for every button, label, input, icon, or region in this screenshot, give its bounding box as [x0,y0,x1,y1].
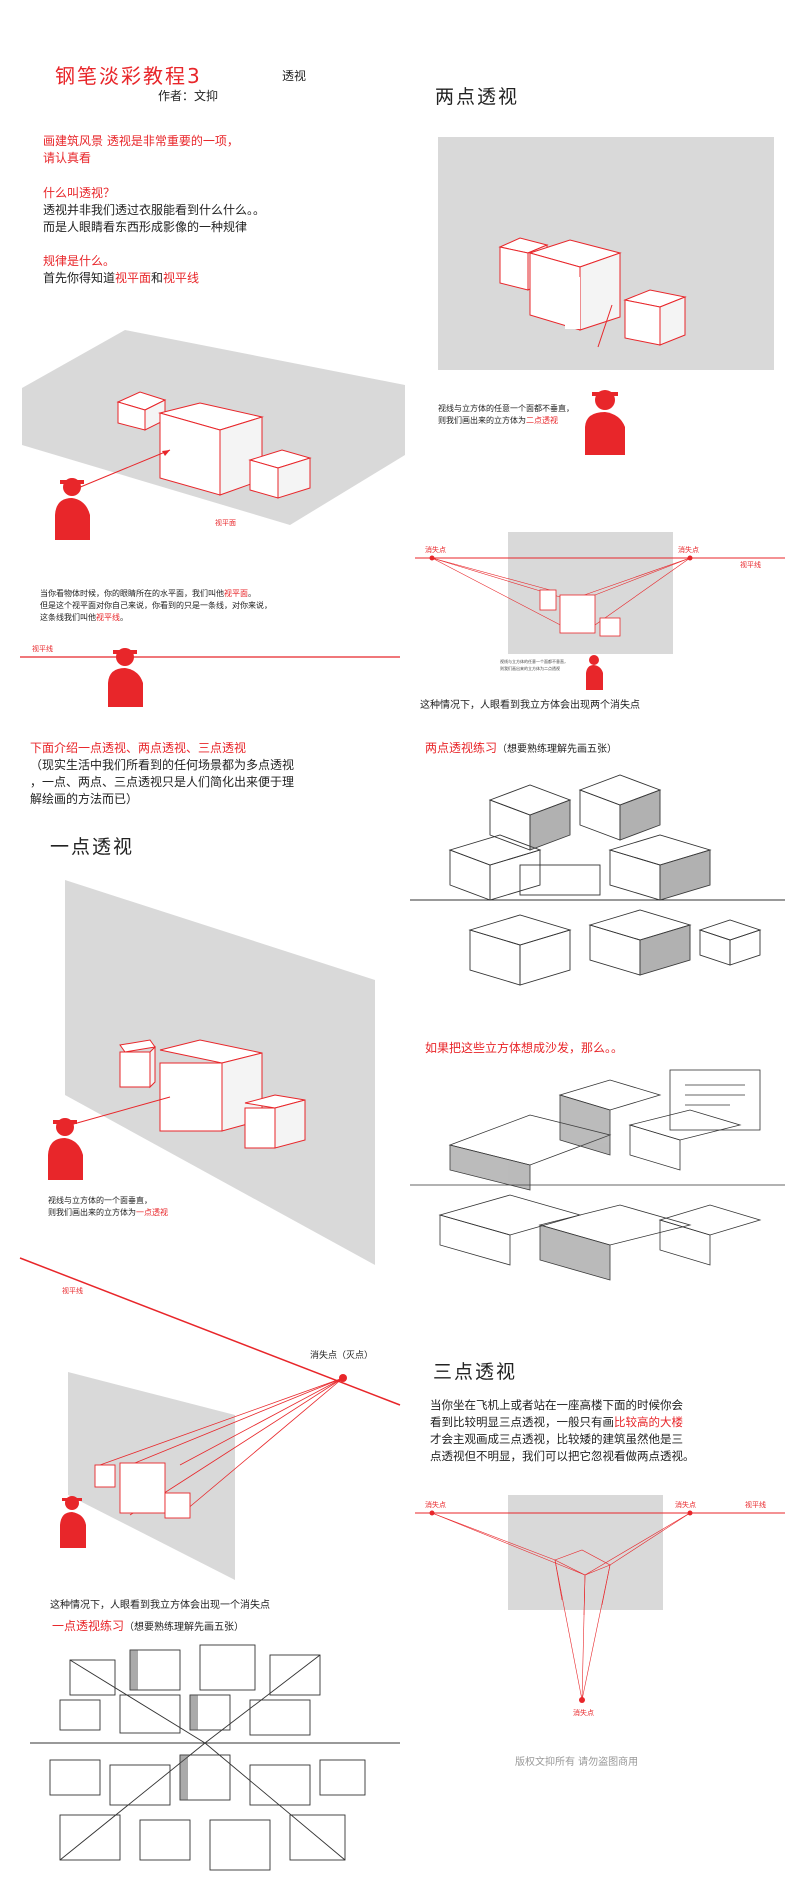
vanishing-point-label: 消失点（灭点） [310,1349,373,1361]
two-point-practice: 两点透视练习（想要熟练理解先画五张） [425,740,617,758]
sight-plane-diagram: 视平面 [22,330,405,540]
three-point-body-2-text: 看到比较明显三点透视，一般只有画 [430,1415,614,1429]
three-point-body-3: 才会主观画成三点透视，比较矮的建筑虽然他是三 [430,1432,683,1446]
cube-large [159,1039,263,1132]
person-silhouette-icon [586,655,603,690]
one-point-horizon-label: 视平线 [62,1286,83,1295]
two-point-vp-left-label: 消失点 [425,545,446,554]
person-silhouette-icon [585,390,625,455]
answer-2-mid: 和 [151,271,164,285]
one-point-desc-2: 则我们画出来的立方体为一点透视 [48,1207,168,1219]
plane-desc-3-end: 。 [120,613,128,622]
plane-desc-1-term: 视平面 [224,589,248,598]
answer-1-line-2: 而是人眼睛看东西形成影像的一种规律 [43,220,248,234]
two-point-practice-title: 两点透视练习 [425,741,498,755]
sofa-line: 如果把这些立方体想成沙发，那么。。 [425,1041,624,1055]
three-point-vp-bottom-label: 消失点 [573,1708,594,1717]
cube-small-right [623,289,687,346]
page-title: 钢笔淡彩教程3 [55,64,202,88]
types-body-3: 解绘画的方法而已） [30,792,139,806]
three-point-horizon-label: 视平线 [745,1500,766,1509]
two-point-desc-2: 则我们画出来的立方体为二点透视 [438,415,558,427]
sight-line [77,449,171,489]
plane-desc-3-term: 视平线 [96,613,120,622]
cube-small-right [248,449,312,499]
answer-2: 首先你得知道视平面和视平线 [43,270,199,287]
two-point-vp-diagram: 消失点 消失点 视平线 视线与立方体的任意一个面都不垂直， 则我们画出来的立方体… [415,532,785,690]
two-point-diagram [438,137,774,455]
one-point-desc-2-text: 则我们画出来的立方体为 [48,1208,136,1217]
person-silhouette-icon [48,1118,83,1180]
plane-label: 视平面 [215,518,236,527]
question-2: 规律是什么。 [43,254,116,268]
cube-large [528,239,622,331]
one-point-vp-diagram: 视平线 消失点（灭点） [19,1257,401,1580]
plane-desc-1-text: 当你看物体时候，你的眼睛所在的水平面，我们叫他 [40,589,224,598]
plane-desc-3: 这条线我们叫他视平线。 [40,612,128,624]
one-point-desc-1: 视线与立方体的一个面垂直， [48,1196,152,1205]
one-point-practice: 一点透视练习（想要熟练理解先画五张） [52,1618,244,1636]
person-silhouette-icon [60,1496,86,1548]
term-sight-plane: 视平面 [115,271,152,285]
cube-large [158,402,264,496]
two-point-small-note-1: 视线与立方体的任意一个面都不垂直， [500,658,568,664]
three-point-body-2: 看到比较明显三点透视，一般只有画比较高的大楼 [430,1414,683,1431]
cube-small-right [244,1094,306,1149]
two-point-title: 两点透视 [435,86,520,108]
two-point-vp-right-label: 消失点 [678,545,699,554]
three-point-body-1: 当你坐在飞机上或者站在一座高楼下面的时候你会 [430,1398,683,1412]
two-point-practice-note: （想要熟练理解先画五张） [497,744,618,755]
person-silhouette-icon [55,478,90,540]
cube-small-left [119,1039,156,1089]
one-point-practice-title: 一点透视练习 [52,1619,125,1633]
three-point-vp-right-label: 消失点 [675,1500,696,1509]
two-point-desc-2-text: 则我们画出来的立方体为 [438,416,526,425]
copyright-notice: 版权文抑所有 请勿盗图商用 [515,1757,639,1768]
horizon-label: 视平线 [32,644,53,653]
two-point-practice-sketch [410,774,785,986]
horizon-line-diagram: 视平线 [20,644,400,707]
three-point-diagram: 消失点 消失点 视平线 消失点 [415,1495,785,1717]
one-point-caption: 这种情况下，人眼看到我立方体会出现一个消失点 [50,1600,270,1611]
plane-desc-1-end: 。 [248,589,256,598]
answer-2-prefix: 首先你得知道 [43,271,116,285]
two-point-small-note-2: 则我们画出来的立方体为二点透视 [500,665,560,671]
person-silhouette-icon [108,648,143,707]
one-point-diagram [48,880,375,1265]
three-point-title: 三点透视 [433,1361,518,1383]
types-body-1: （现实生活中我们所看到的任何场景都为多点透视 [30,758,295,772]
types-title: 下面介绍一点透视、两点透视、三点透视 [30,741,247,755]
two-point-caption: 这种情况下，人眼看到我立方体会出现两个消失点 [420,700,640,711]
one-point-practice-sketch [30,1644,400,1871]
author: 作者：文抑 [158,89,219,103]
page-subtitle: 透视 [282,69,307,83]
three-point-vp-left-label: 消失点 [425,1500,446,1509]
term-horizon-line: 视平线 [163,271,200,285]
intro-line-1: 画建筑风景 透视是非常重要的一项， [43,134,239,148]
answer-1-line-1: 透视并非我们透过衣服能看到什么什么。。 [43,203,266,217]
two-point-desc-2-term: 二点透视 [526,416,558,425]
three-point-body-4: 点透视但不明显，我们可以把它忽视看做两点透视。 [430,1449,695,1463]
plane-desc-1: 当你看物体时候，你的眼睛所在的水平面，我们叫他视平面。 [40,588,256,600]
one-point-desc-2-term: 一点透视 [136,1208,168,1217]
one-point-practice-note: （想要熟练理解先画五张） [124,1622,245,1633]
cube-small-left [116,391,167,431]
two-point-horizon-label: 视平线 [740,560,761,569]
two-point-desc-1: 视线与立方体的任意一个面都不垂直， [438,404,574,413]
three-point-body-2-term: 比较高的大楼 [614,1415,683,1429]
types-body-2: ，一点、两点、三点透视只是人们简化出来便于理 [30,775,295,789]
question-1: 什么叫透视？ [43,186,116,200]
plane-desc-3-text: 这条线我们叫他 [40,613,96,622]
plane-desc-2: 但是这个视平面对你自己来说，你看到的只是一条线，对你来说， [40,601,272,610]
one-point-title: 一点透视 [50,836,135,858]
sofa-sketch [410,1069,785,1281]
intro-line-2: 请认真看 [43,151,92,165]
